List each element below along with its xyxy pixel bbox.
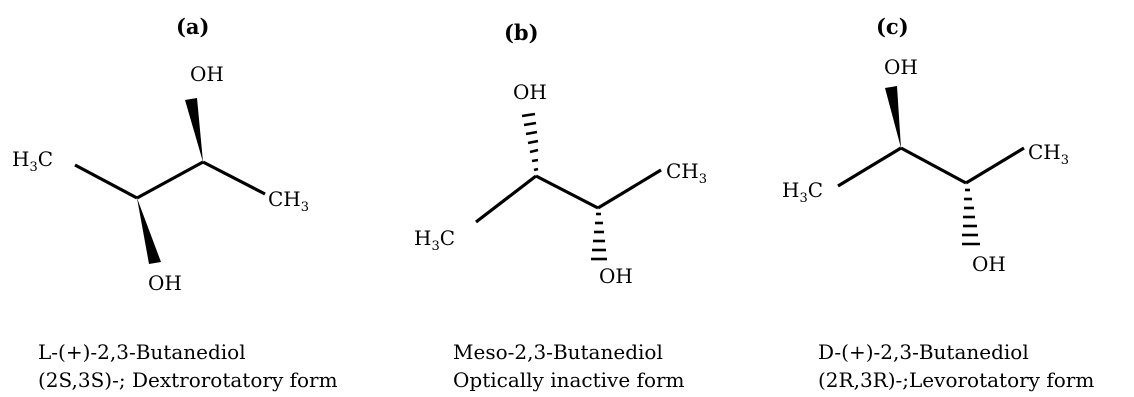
caption-line-2: (2S,3S)-; Dextrorotatory form [38,368,338,392]
wedge-bond [885,86,901,148]
caption-line-1: Meso-2,3-Butanediol [453,340,663,364]
oh-label-top: OH [884,55,918,79]
panel-label: (b) [504,20,539,45]
oh-label-top: OH [513,80,547,104]
methyl-label-right: CH3 [268,187,309,215]
caption-line-2: Optically inactive form [453,368,685,392]
wedge-bond [185,98,203,162]
methyl-label-right: CH3 [1028,140,1069,168]
molecule-structure-c: OH OH H3C CH3 [782,55,1069,276]
caption-line-1: L-(+)-2,3-Butanediol [38,340,246,364]
caption: D-(+)-2,3-Butanediol (2R,3R)-;Levorotato… [818,338,1094,394]
hashed-bond [521,112,539,172]
bond [965,146,1025,185]
methyl-label-right: CH3 [666,159,707,187]
bond [535,174,599,210]
caption-line-1: D-(+)-2,3-Butanediol [818,340,1029,364]
molecule-structure-b: OH OH H3C CH3 [414,80,707,288]
hashed-bond [591,212,607,261]
oh-label-top: OH [190,62,224,86]
caption-line-2: (2R,3R)-;Levorotatory form [818,368,1095,392]
panel-label: (a) [176,14,210,39]
bond [136,160,204,200]
wedge-bond [137,198,161,264]
bond [597,168,662,210]
bond [74,163,138,200]
oh-label-bottom: OH [972,252,1006,276]
bond [475,174,537,224]
molecule-structure-a: OH OH H3C CH3 [12,62,309,295]
caption: Meso-2,3-Butanediol Optically inactive f… [453,338,685,394]
methyl-label-left: H3C [12,147,53,175]
panel-b: (b) OH OH H3C CH3 Meso-2,3-Butanedi [378,0,756,397]
bond [900,146,967,185]
hashed-bond [962,188,980,246]
bond [837,146,902,188]
panel-c: (c) OH OH H3C CH3 D-(+)-2,3-Butanediol (… [756,0,1134,397]
caption: L-(+)-2,3-Butanediol (2S,3S)-; Dextrorot… [38,338,338,394]
oh-label-bottom: OH [148,271,182,295]
panel-label: (c) [876,14,909,39]
bond [202,160,266,196]
oh-label-bottom: OH [599,264,633,288]
methyl-label-left: H3C [782,178,823,206]
panel-a: (a) OH OH H3C CH3 L-(+)-2,3-Butanediol (… [0,0,378,397]
methyl-label-left: H3C [414,226,455,254]
